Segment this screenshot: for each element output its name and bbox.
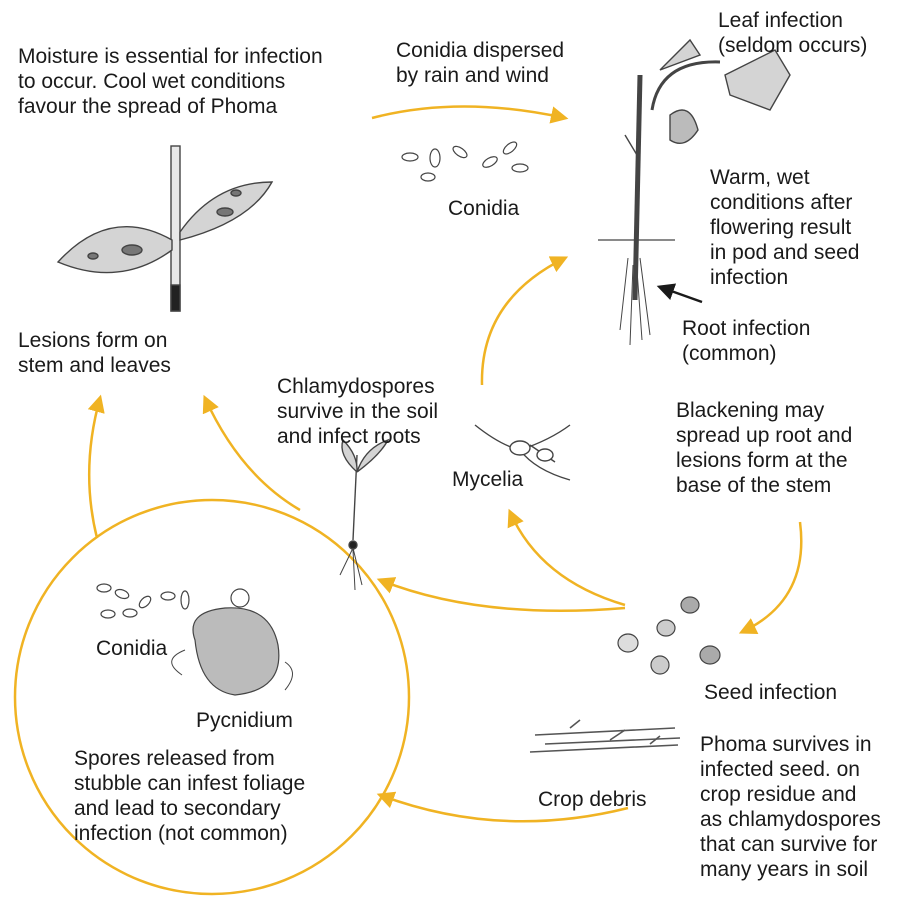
infected-leaf-stem-icon xyxy=(58,146,272,311)
warm-wet-conditions-label: Warm, wet conditions after flowering res… xyxy=(710,165,859,290)
seed-infection-label: Seed infection xyxy=(704,680,837,705)
arrow-seeds-to-seedling xyxy=(380,580,625,611)
conidia-top-label: Conidia xyxy=(448,196,519,221)
arrow-blackening-to-seeds xyxy=(742,522,801,632)
root-infection-arrow xyxy=(660,287,702,302)
pycnidium-icon xyxy=(172,589,293,695)
blackening-label: Blackening may spread up root and lesion… xyxy=(676,398,852,498)
conidia-dispersed-label: Conidia dispersed by rain and wind xyxy=(396,38,564,88)
spores-released-label: Spores released from stubble can infest … xyxy=(74,746,305,846)
mycelia-label: Mycelia xyxy=(452,467,523,492)
lesions-label: Lesions form on stem and leaves xyxy=(18,328,171,378)
arrow-to-conidia-dispersal xyxy=(372,107,565,119)
arrow-mycelia-to-conidia xyxy=(482,258,565,385)
pycnidium-label: Pycnidium xyxy=(196,708,293,733)
root-infection-label: Root infection (common) xyxy=(682,316,810,366)
crop-debris-label: Crop debris xyxy=(538,787,647,812)
infected-seeds-icon xyxy=(618,597,720,674)
conidia-circle-icon xyxy=(97,584,189,618)
conidia-spores-icon xyxy=(402,140,528,181)
seedling-icon xyxy=(340,440,388,590)
moisture-label: Moisture is essential for infection to o… xyxy=(18,44,323,119)
leaf-infection-label: Leaf infection (seldom occurs) xyxy=(718,8,867,58)
arrow-seeds-to-mycelia xyxy=(510,512,625,605)
conidia-circle-label: Conidia xyxy=(96,636,167,661)
crop-debris-icon xyxy=(530,720,680,752)
chlamydospores-label: Chlamydospores survive in the soil and i… xyxy=(277,374,438,449)
arrow-circle-to-lesions xyxy=(89,398,100,538)
phoma-survives-label: Phoma survives in infected seed. on crop… xyxy=(700,732,881,882)
